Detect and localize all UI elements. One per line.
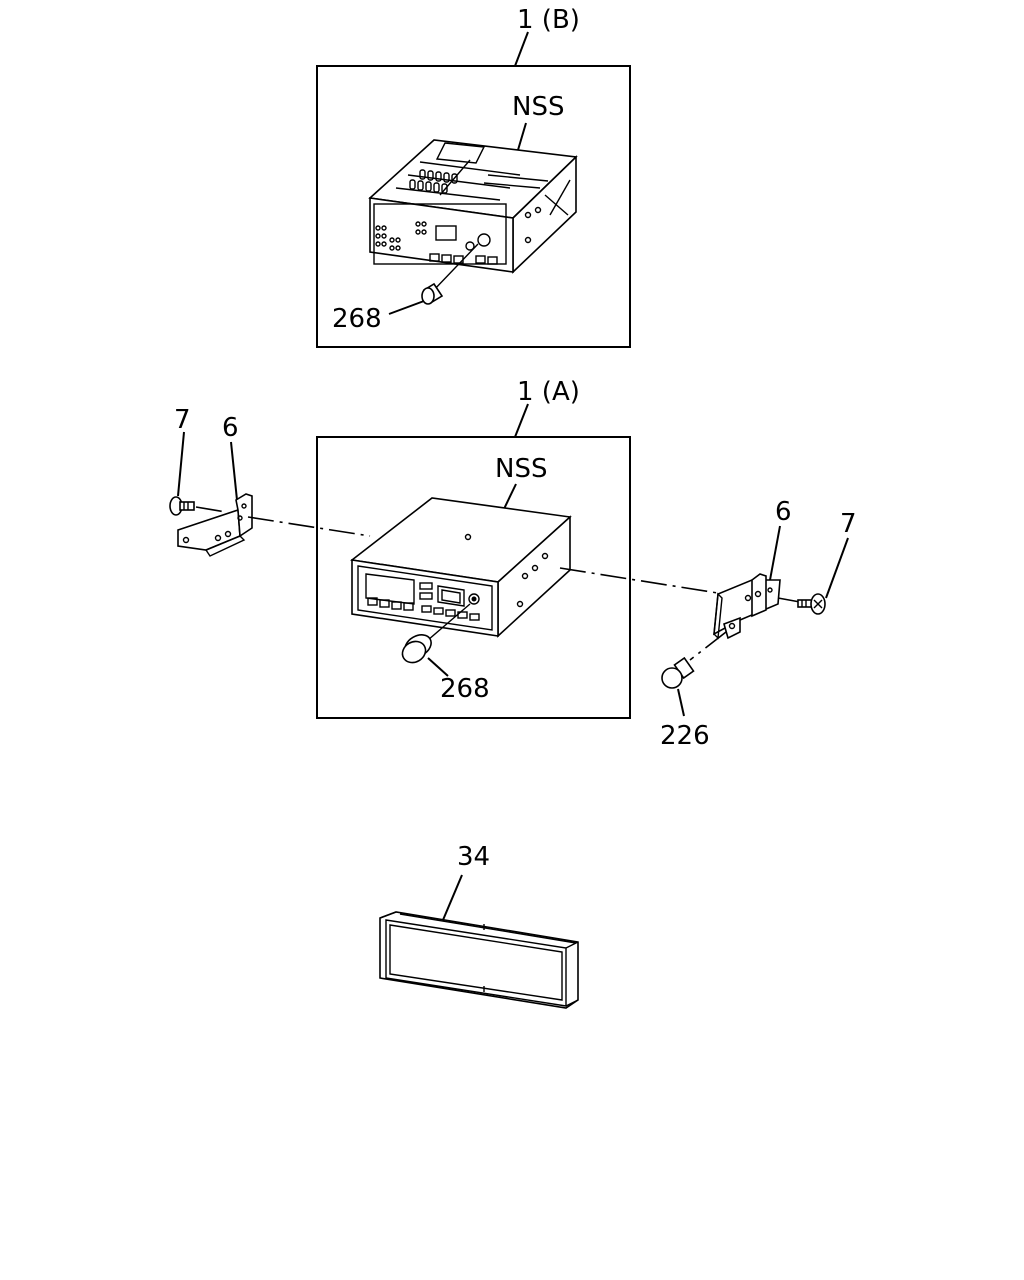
label-unit-a: 1 (A)	[517, 377, 580, 407]
knob-268-b	[421, 243, 479, 305]
right-mount-group: 6 7 226	[559, 497, 857, 751]
label-bolt: 226	[660, 721, 710, 751]
label-bracket-right: 6	[775, 497, 792, 527]
label-bezel: 34	[457, 842, 490, 872]
bolt-226	[661, 656, 695, 689]
radio-unit-b	[368, 139, 578, 274]
label-knob-a: 268	[440, 674, 490, 704]
label-bracket-left: 6	[222, 413, 239, 443]
label-nss-a: NSS	[495, 454, 547, 484]
unit-b-frame	[316, 65, 631, 348]
bracket-6-left	[177, 493, 253, 557]
unit-b-group: 1 (B) NSS	[316, 5, 631, 348]
unit-a-group: 1 (A) NSS	[316, 377, 631, 719]
screw-7-right	[797, 593, 826, 615]
label-screw-right: 7	[840, 509, 857, 539]
knob-268-a	[401, 603, 471, 664]
screw-7-left	[169, 496, 195, 516]
unit-a-frame	[316, 436, 631, 719]
label-knob-b: 268	[332, 304, 382, 334]
bezel-34-group: 34	[379, 842, 579, 1009]
left-mount-group: 7 6	[169, 405, 371, 557]
label-nss-b: NSS	[512, 92, 564, 122]
bezel-34	[379, 911, 579, 1009]
label-screw-left: 7	[174, 405, 191, 435]
radio-unit-a	[350, 497, 572, 638]
bracket-6-right	[713, 573, 781, 640]
label-unit-b: 1 (B)	[517, 5, 580, 35]
